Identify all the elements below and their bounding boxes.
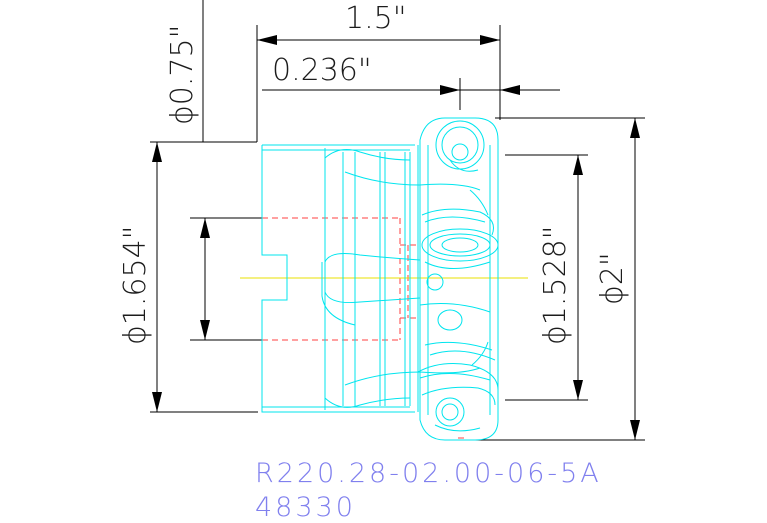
bore-diameter-label: ϕ0.75" — [165, 25, 200, 125]
body-diameter-label: ϕ1.654" — [118, 226, 153, 345]
length-overall-label: 1.5" — [345, 1, 407, 36]
dimension-arrows — [152, 35, 640, 440]
dimension-lines — [150, 0, 645, 441]
cutter-body-outline — [261, 117, 499, 441]
cutting-diameter-label: ϕ2" — [595, 252, 630, 305]
part-number-caption: R220.28-02.00-06-5A — [255, 458, 602, 489]
order-code-caption: 48330 — [255, 492, 356, 523]
inner-diameter-label: ϕ1.528" — [538, 226, 573, 345]
shoulder-length-label: 0.236" — [272, 53, 372, 88]
